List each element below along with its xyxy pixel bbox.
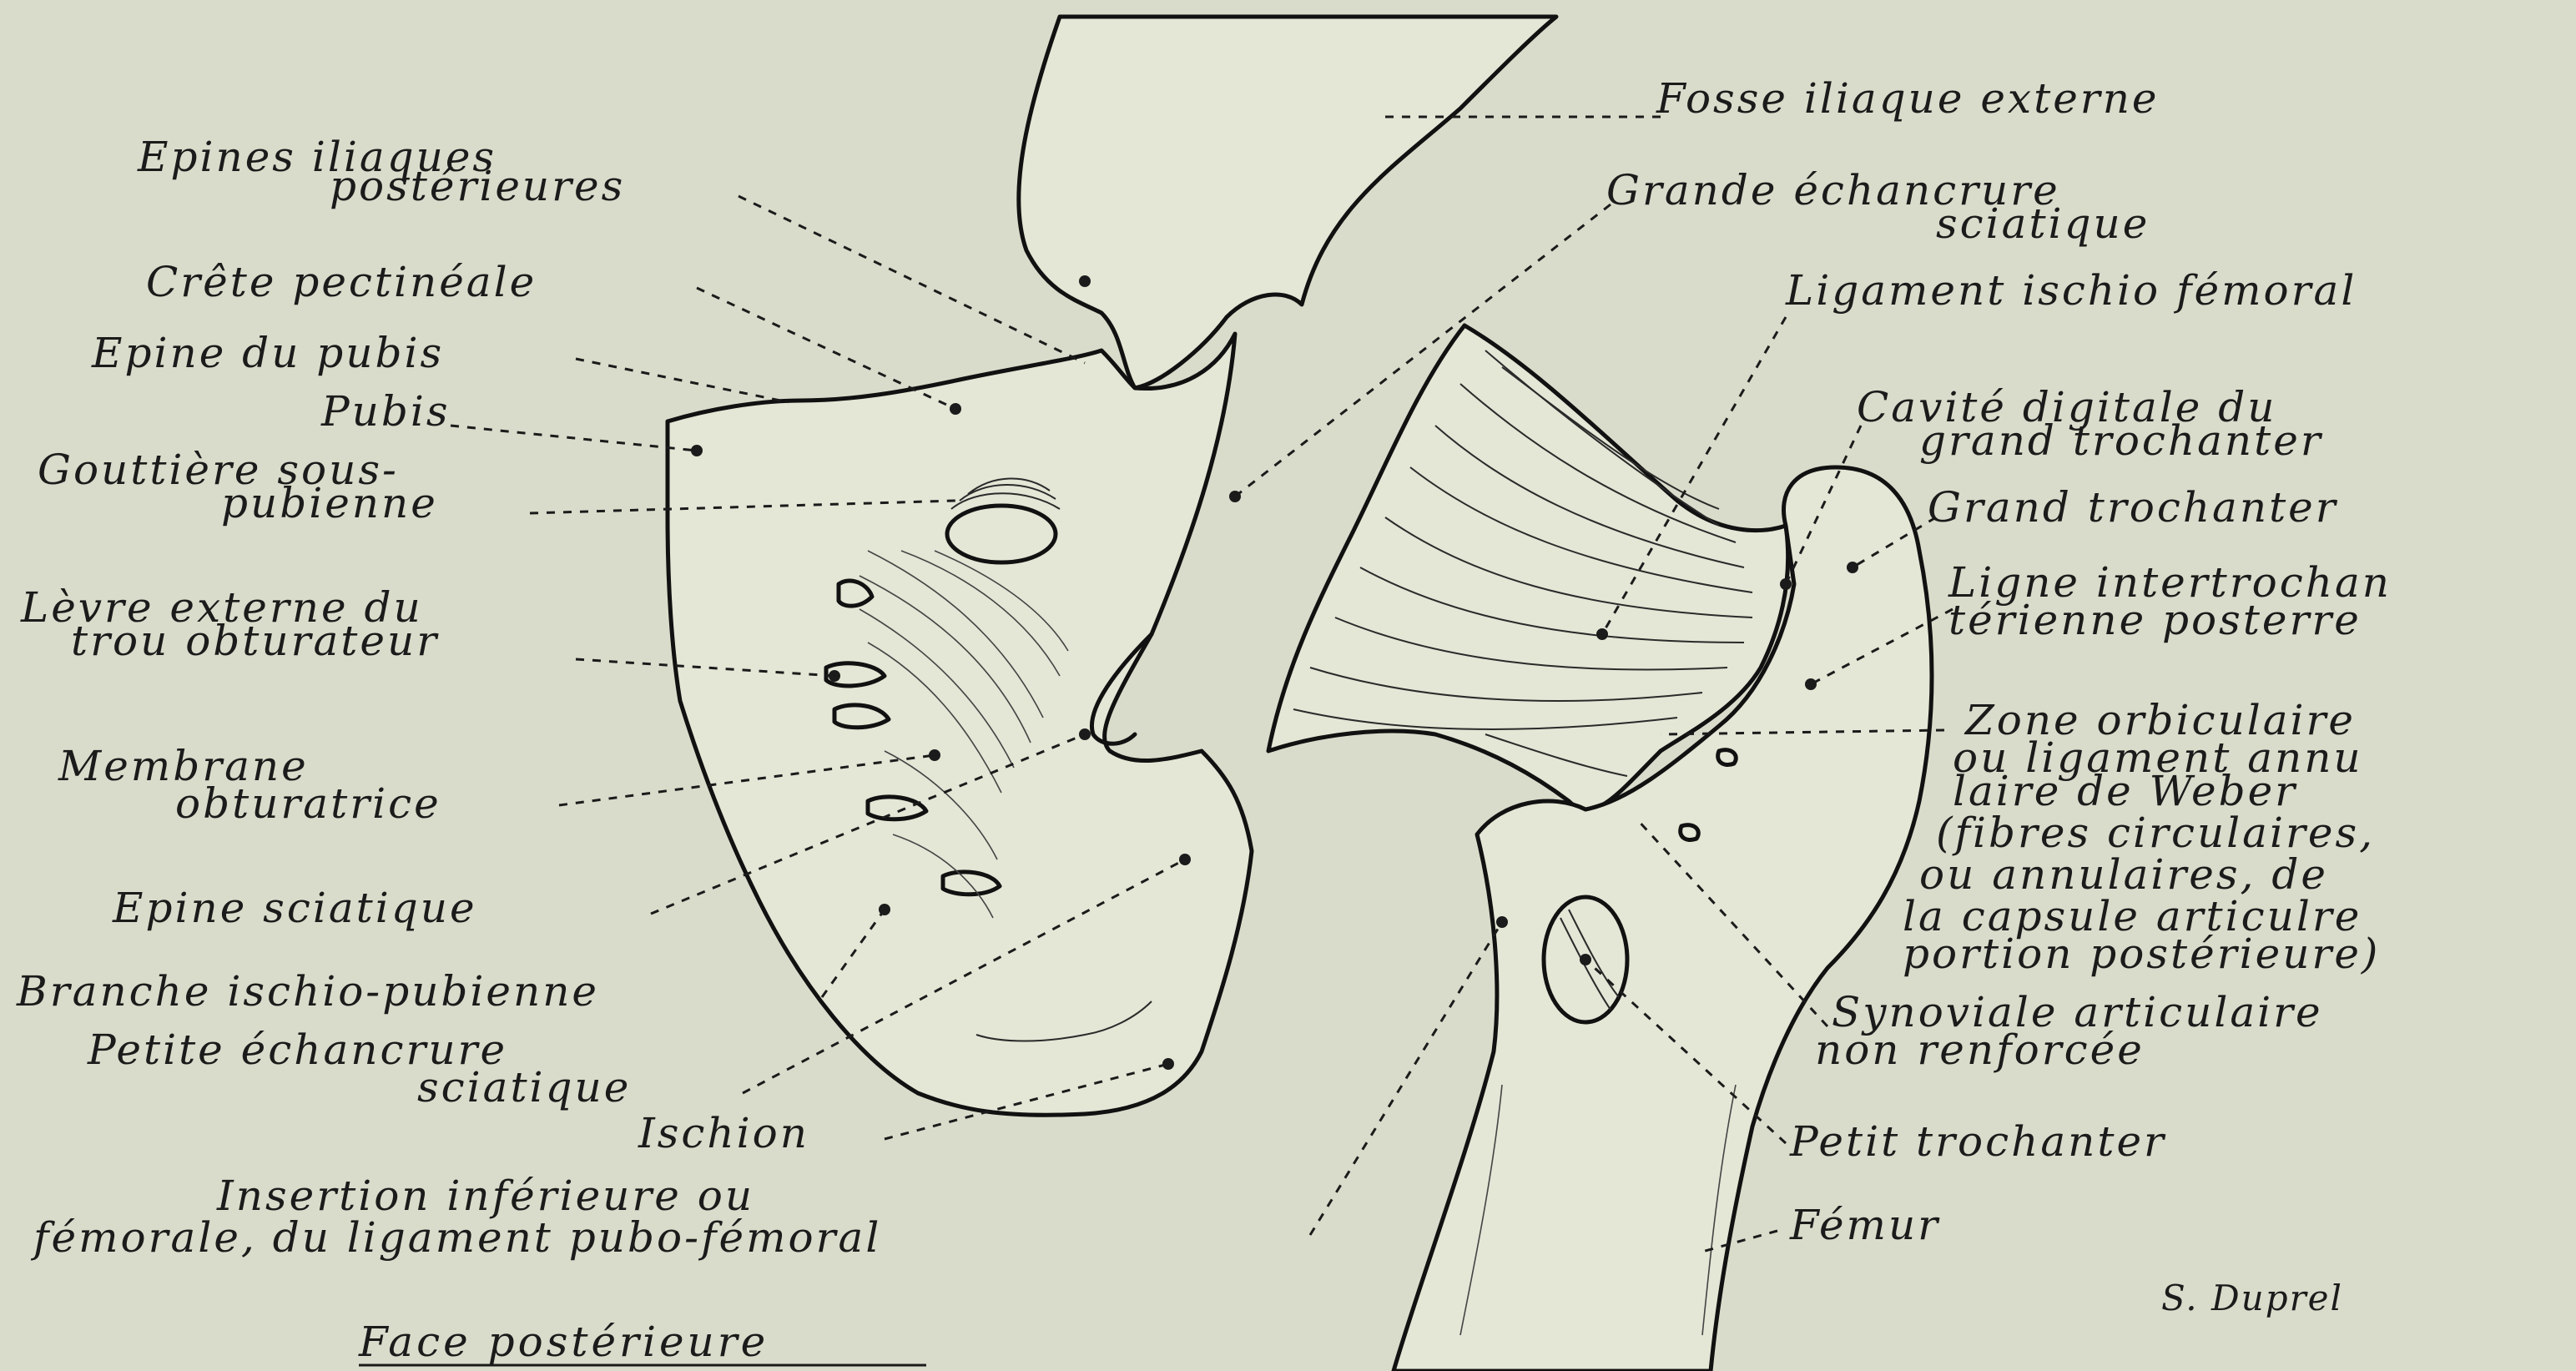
label-petite-echancrure-2: sciatique [417, 1063, 631, 1111]
figure-title: Face postérieure [358, 1318, 769, 1366]
label-epine-sciatique: Epine sciatique [112, 884, 477, 932]
label-levre-externe-2: trou obturateur [71, 617, 439, 665]
label-synoviale-2: non renforcée [1815, 1026, 2145, 1074]
label-gouttiere-2: pubienne [221, 479, 438, 527]
label-ischion: Ischion [638, 1109, 809, 1157]
artist-signature: S. Duprel [2161, 1278, 2343, 1318]
label-ligament-ischio: Ligament ischio fémoral [1785, 266, 2357, 315]
label-grand-trochanter: Grand trochanter [1928, 483, 2338, 532]
label-grande-echancrure-2: sciatique [1936, 199, 2150, 248]
label-ligne-inter-2: térienne posterre [1948, 596, 2362, 644]
label-branche-ischio-pubienne: Branche ischio-pubienne [16, 967, 599, 1016]
label-insertion-2: fémorale, du ligament pubo-fémoral [30, 1213, 881, 1262]
label-cavite-digitale-2: grand trochanter [1919, 416, 2323, 465]
label-fosse-iliaque: Fosse iliaque externe [1656, 74, 2160, 123]
label-membrane-2: obturatrice [175, 779, 441, 828]
label-zone-orbiculaire-7: portion postérieure) [1903, 930, 2380, 978]
label-petit-trochanter: Petit trochanter [1789, 1117, 2166, 1166]
label-crete-pectineale: Crête pectinéale [146, 258, 537, 306]
label-epines-iliaques-2: postérieures [330, 162, 625, 210]
label-femur: Fémur [1789, 1201, 1940, 1249]
label-epine-du-pubis: Epine du pubis [91, 329, 444, 377]
label-pubis: Pubis [320, 387, 451, 436]
